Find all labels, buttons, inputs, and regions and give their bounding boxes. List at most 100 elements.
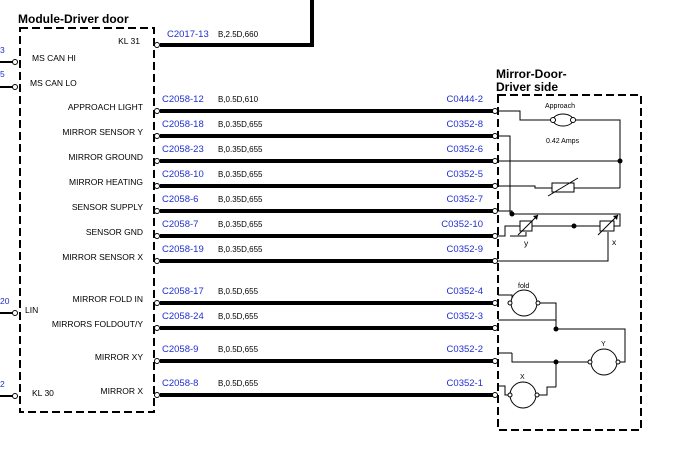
- wire-row-mirror-fold-in: MIRROR FOLD IN C2058-17 B,0.5D,655 C0352-4: [73, 286, 498, 306]
- mirror-terminal-mirror-sensor-x: [492, 258, 498, 264]
- left-connector-mirror-ground: C2058-23: [162, 144, 204, 155]
- right-connector-mirror-x: C0352-1: [447, 378, 483, 389]
- bus-label-2: 2: [0, 379, 5, 389]
- mirror-door-title-line1: Mirror-Door-: [496, 67, 567, 81]
- left-connector-approach-light: C2058-12: [162, 94, 204, 105]
- right-connector-mirror-xy: C0352-2: [447, 344, 483, 355]
- wire-spec-mirror-sensor-x: B,0.35D,655: [218, 245, 263, 254]
- right-connector-mirrors-foldout-y: C0352-3: [447, 311, 483, 322]
- kl31-terminal: [154, 42, 160, 48]
- pin-label-sensor-supply: SENSOR SUPPLY: [72, 202, 144, 212]
- right-connector-mirror-heating: C0352-5: [447, 169, 483, 180]
- wire-spec-mirror-heating: B,0.35D,655: [218, 170, 263, 179]
- pin-label-mirror-x: MIRROR X: [101, 386, 144, 396]
- mirror-internal-schematic: [498, 110, 626, 396]
- right-connector-mirror-sensor-x: C0352-9: [447, 244, 483, 255]
- right-connector-mirror-fold-in: C0352-4: [447, 286, 483, 297]
- wire-row-mirror-sensor-x: MIRROR SENSOR X C2058-19 B,0.35D,655 C0352-…: [62, 244, 498, 264]
- wire-row-mirror-ground: MIRROR GROUND C2058-23 B,0.35D,655 C0352-6: [68, 144, 498, 164]
- wire-row-sensor-gnd: SENSOR GND C2058-7 B,0.35D,655 C0352-10: [86, 219, 498, 239]
- module-terminal-mirror-fold-in: [154, 300, 160, 306]
- pin-label-approach-light: APPROACH LIGHT: [68, 102, 143, 112]
- pin-label-kl30: KL 30: [32, 388, 54, 398]
- y-motor-icon: [587, 348, 621, 376]
- module-terminal-mirror-ground: [154, 158, 160, 164]
- driver-door-module-box: [19, 27, 155, 413]
- wire-spec-mirror-xy: B,0.5D,655: [218, 345, 259, 354]
- module-terminal-mirror-sensor-x: [154, 258, 160, 264]
- right-connector-mirror-ground: C0352-6: [447, 144, 483, 155]
- mirror-terminal-sensor-supply: [492, 208, 498, 214]
- right-connector-sensor-gnd: C0352-10: [441, 219, 483, 230]
- heater-element-icon: [547, 177, 579, 197]
- approach-lamp-icon: [550, 113, 576, 127]
- mirror-terminal-approach-light: [492, 108, 498, 114]
- left-bus-stubs: [0, 61, 13, 397]
- approach-lamp-rating: 0.42 Amps: [546, 138, 580, 145]
- sensor-x-label: x: [612, 237, 617, 247]
- module-terminal-mirror-x: [154, 392, 160, 398]
- y-motor-label: Y: [601, 341, 606, 348]
- wire-spec-sensor-gnd: B,0.35D,655: [218, 220, 263, 229]
- module-terminal-sensor-gnd: [154, 233, 160, 239]
- driver-door-module-title: Module-Driver door: [18, 12, 129, 26]
- pin-label-sensor-gnd: SENSOR GND: [86, 227, 143, 237]
- left-connector-sensor-gnd: C2058-7: [162, 219, 198, 230]
- fold-motor-label: fold: [518, 283, 529, 290]
- module-terminal-mirrors-foldout-y: [154, 325, 160, 331]
- bus-label-5: 5: [0, 69, 5, 79]
- module-terminal-mirror-heating: [154, 183, 160, 189]
- pin-label-mirror-fold-in: MIRROR FOLD IN: [73, 294, 143, 304]
- wire-spec-mirror-x: B,0.5D,655: [218, 379, 259, 388]
- fold-motor-icon: [507, 289, 541, 317]
- left-connector-mirror-fold-in: C2058-17: [162, 286, 204, 297]
- module-terminal-sensor-supply: [154, 208, 160, 214]
- mirror-terminal-mirror-x: [492, 392, 498, 398]
- wire-spec-mirrors-foldout-y: B,0.5D,655: [218, 312, 259, 321]
- sensor-y-label: y: [524, 238, 529, 248]
- right-connector-sensor-supply: C0352-7: [447, 194, 483, 205]
- module-terminal-mirror-xy: [154, 358, 160, 364]
- pin-label-kl31: KL 31: [118, 36, 140, 46]
- mirror-terminal-mirror-xy: [492, 358, 498, 364]
- kl31-wire: [160, 0, 314, 47]
- pin-label-lin: LIN: [25, 305, 38, 315]
- sensor-y-potentiometer-icon: [517, 214, 539, 236]
- junction-dots: [509, 158, 623, 365]
- pin-label-mirror-sensor-y: MIRROR SENSOR Y: [62, 127, 143, 137]
- wire-spec-mirror-ground: B,0.35D,655: [218, 145, 263, 154]
- mirror-terminal-mirror-ground: [492, 158, 498, 164]
- right-connector-mirror-sensor-y: C0352-8: [447, 119, 483, 130]
- mirror-door-title-line2: Driver side: [496, 80, 558, 94]
- pin-label-mirror-sensor-x: MIRROR SENSOR X: [62, 252, 143, 262]
- left-connector-mirror-xy: C2058-9: [162, 344, 198, 355]
- bus-label-20: 20: [0, 296, 10, 306]
- approach-lamp-label: Approach: [545, 103, 575, 110]
- wire-row-mirrors-foldout-y: MIRRORS FOLDOUT/Y C2058-24 B,0.5D,655 C0352…: [52, 311, 498, 331]
- bus-label-3: 3: [0, 45, 5, 55]
- mirror-terminal-mirror-heating: [492, 183, 498, 189]
- mirror-terminal-mirror-sensor-y: [492, 133, 498, 139]
- kl31-connector-label: C2017-13: [167, 29, 209, 40]
- mirror-terminal-mirrors-foldout-y: [492, 325, 498, 331]
- left-bus-terminals: [12, 59, 18, 399]
- left-connector-mirror-sensor-x: C2058-19: [162, 244, 204, 255]
- wire-spec-mirror-fold-in: B,0.5D,655: [218, 287, 259, 296]
- left-connector-mirrors-foldout-y: C2058-24: [162, 311, 204, 322]
- pin-label-ms-can-hi: MS CAN HI: [32, 53, 76, 63]
- pin-label-mirror-heating: MIRROR HEATING: [69, 177, 143, 187]
- module-terminal-mirror-sensor-y: [154, 133, 160, 139]
- wire-spec-mirror-sensor-y: B,0.35D,655: [218, 120, 263, 129]
- pin-label-mirror-ground: MIRROR GROUND: [68, 152, 143, 162]
- pin-label-mirrors-foldout-y: MIRRORS FOLDOUT/Y: [52, 319, 143, 329]
- kl31-wire-spec: B,2.5D,660: [218, 30, 259, 39]
